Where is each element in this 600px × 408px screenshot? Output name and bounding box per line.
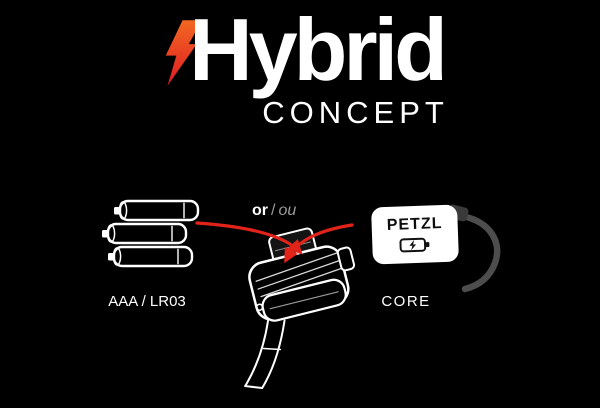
or-english: or: [252, 202, 268, 219]
or-ou-text: or/ou: [252, 202, 296, 220]
headband-strap: [244, 319, 270, 388]
or-french: ou: [278, 202, 297, 219]
logo-title: Hybrid: [189, 0, 448, 99]
logo-inner: Hybrid CONCEPT: [156, 0, 448, 128]
or-separator: /: [271, 202, 276, 219]
lightning-bolt-icon: [165, 20, 203, 86]
petzl-brand: PETZL: [386, 214, 443, 234]
core-label: CORE: [381, 293, 431, 310]
arrows: [195, 221, 354, 264]
logo-block: Hybrid CONCEPT: [0, 0, 600, 128]
door-latch: [336, 246, 356, 272]
arrow-left-icon: [195, 221, 303, 255]
battery-charge-icon: [399, 237, 430, 252]
logo-subtitle: CONCEPT: [262, 95, 449, 130]
core-battery-pack: PETZL: [371, 204, 459, 265]
batteries-label: AAA / LR03: [108, 293, 186, 310]
aaa-batteries-illustration: [100, 199, 200, 268]
logo-row: Hybrid: [156, 0, 448, 99]
arrow-right-icon: [284, 223, 354, 264]
